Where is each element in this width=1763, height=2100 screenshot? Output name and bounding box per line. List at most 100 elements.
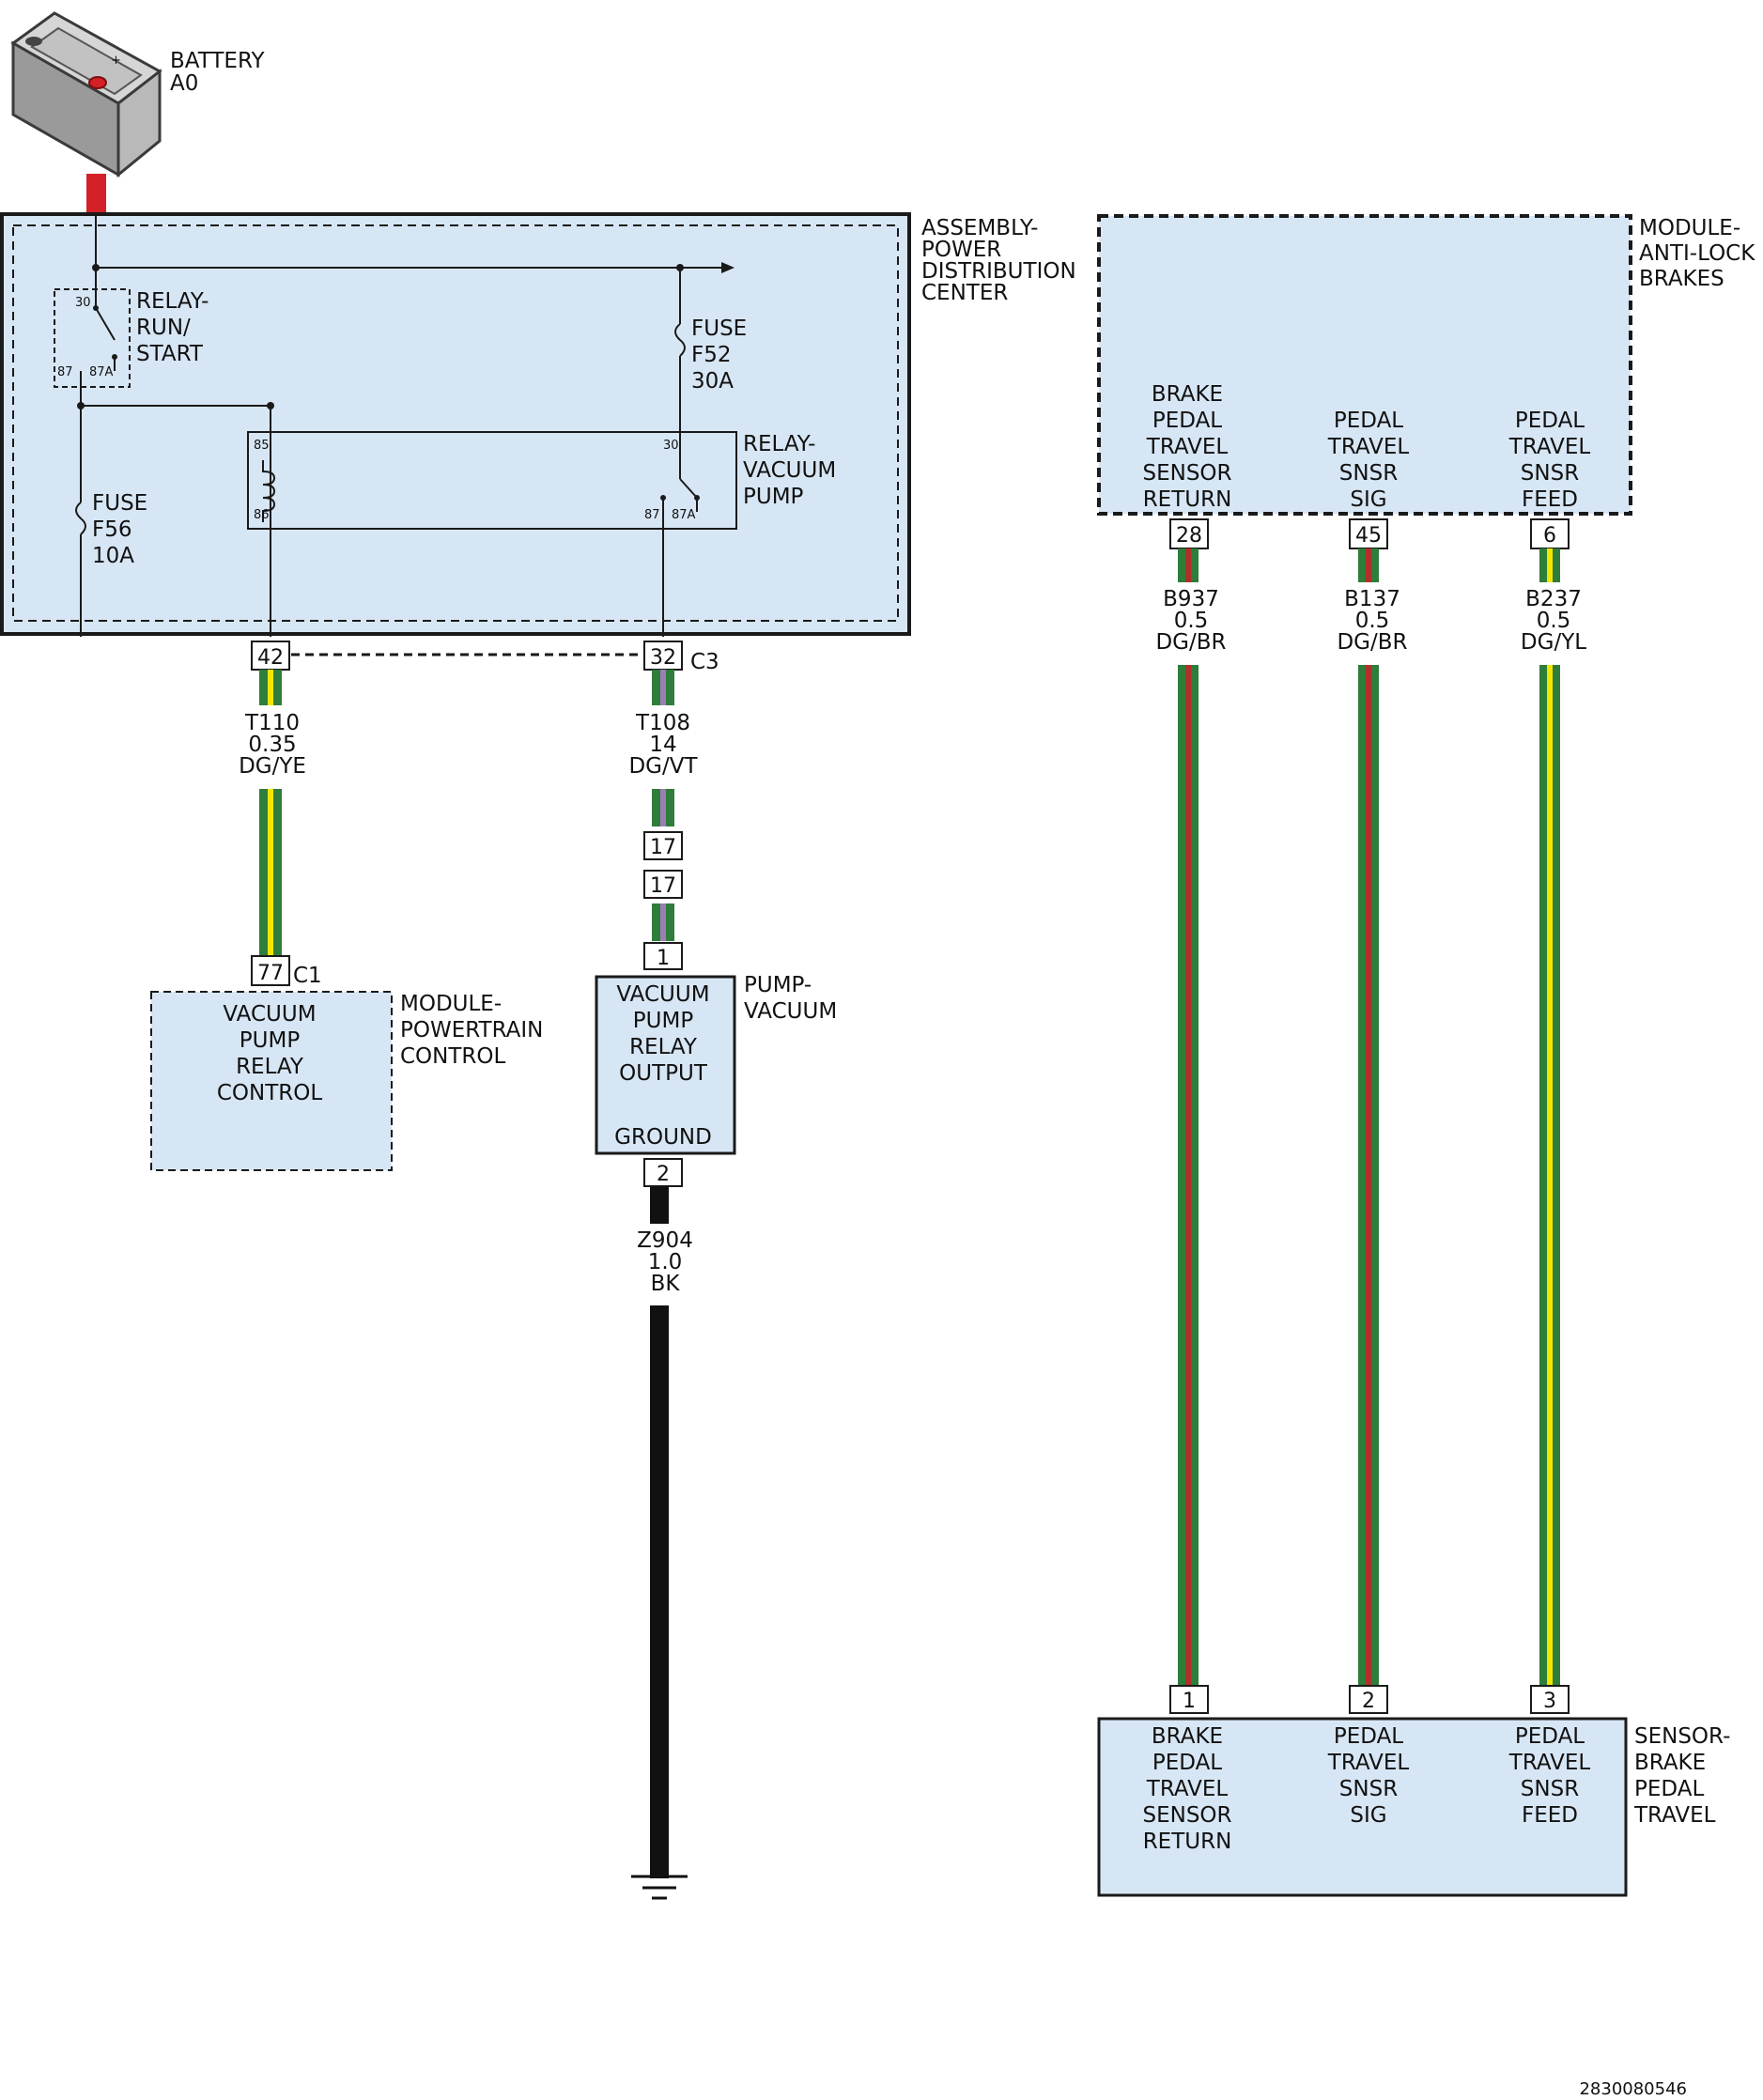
abs-col3-line2: TRAVEL xyxy=(1508,435,1591,459)
relay-run-label-3: START xyxy=(136,342,204,366)
sensor-col3-line1: PEDAL xyxy=(1515,1724,1585,1749)
wire-t108 xyxy=(652,670,674,941)
sensor-pin-box-2 xyxy=(1349,1685,1388,1714)
pdc-internal-wiring xyxy=(75,216,728,637)
wire-b237-circuit: B237 xyxy=(1525,587,1582,611)
relay-vac-label-1: RELAY- xyxy=(743,432,815,456)
wire-b137-gauge: 0.5 xyxy=(1355,609,1390,633)
fuse-f56-label: FUSE xyxy=(92,491,147,516)
abs-col1-line4: SENSOR xyxy=(1142,461,1231,486)
abs-col3-line3: SNSR xyxy=(1521,461,1579,486)
pump-inside-3: RELAY xyxy=(629,1035,698,1059)
sensor-col2-line4: SIG xyxy=(1350,1803,1386,1828)
sensor-col2-line2: TRAVEL xyxy=(1327,1751,1410,1775)
fuse-f52-rating: 30A xyxy=(691,369,734,394)
pdc-pin-42: 42 xyxy=(257,646,284,670)
sensor-box xyxy=(1097,1717,1628,1897)
pcm-module-box xyxy=(150,991,393,1171)
relay-vac-terminal-87: 87 xyxy=(644,508,660,522)
abs-pin-45: 45 xyxy=(1355,524,1382,548)
relay-vac-terminal-85: 85 xyxy=(254,439,270,453)
fuse-f56-rating: 10A xyxy=(92,544,134,568)
pdc-box xyxy=(0,212,911,636)
sensor-pin-box-3 xyxy=(1530,1685,1570,1714)
pump-inside-2: PUMP xyxy=(633,1009,694,1033)
relay-vacuum-pump-box xyxy=(247,431,737,530)
relay-vac-label-3: PUMP xyxy=(743,485,804,509)
wire-t108-color: DG/VT xyxy=(628,754,698,779)
sensor-col3-line4: FEED xyxy=(1522,1803,1578,1828)
relay-run-terminal-87a: 87A xyxy=(89,365,114,379)
inline-pin-17-female: 17 xyxy=(650,874,676,898)
relay-vac-terminal-30: 30 xyxy=(663,439,679,453)
abs-col3-line1: PEDAL xyxy=(1515,409,1585,433)
pcm-title-1: MODULE- xyxy=(400,992,502,1016)
wire-b137-circuit: B137 xyxy=(1344,587,1400,611)
pump-vacuum-box xyxy=(595,975,736,1155)
fuse-f52-id: F52 xyxy=(691,343,732,367)
wire-t110 xyxy=(259,670,282,956)
sensor-pin-3: 3 xyxy=(1543,1690,1556,1713)
relay-vac-label-2: VACUUM xyxy=(743,458,836,483)
document-id: 2830080546 xyxy=(1579,2079,1687,2099)
pump-pin-box-1 xyxy=(643,942,683,970)
ground-symbol-icon xyxy=(631,1875,688,1900)
inline-pin-17-male: 17 xyxy=(650,836,676,859)
pcm-inside-4: CONTROL xyxy=(217,1081,323,1105)
pdc-inner-boundary xyxy=(12,224,899,622)
sensor-col2-line3: SNSR xyxy=(1339,1777,1398,1801)
relay-run-terminal-87: 87 xyxy=(57,365,73,379)
sensor-col1-line3: TRAVEL xyxy=(1146,1777,1229,1801)
pdc-connector-c3: C3 xyxy=(690,650,719,674)
battery-icon: + xyxy=(10,11,162,178)
sensor-pin-box-1 xyxy=(1169,1685,1209,1714)
sensor-title-4: TRAVEL xyxy=(1633,1803,1716,1828)
pcm-inside-3: RELAY xyxy=(236,1055,304,1079)
wire-t108-circuit: T108 xyxy=(635,711,690,735)
sensor-col1-line5: RETURN xyxy=(1143,1830,1232,1854)
wire-b937-gauge: 0.5 xyxy=(1174,609,1209,633)
wire-b937-circuit: B937 xyxy=(1163,587,1219,611)
abs-pin-28: 28 xyxy=(1176,524,1202,548)
wire-b237-color: DG/YL xyxy=(1521,630,1586,655)
pump-title-1: PUMP- xyxy=(744,973,812,997)
sensor-title-3: PEDAL xyxy=(1634,1777,1704,1801)
relay-run-terminal-30: 30 xyxy=(75,296,91,310)
pdc-title-2: POWER xyxy=(921,238,1001,262)
pdc-title-4: CENTER xyxy=(921,281,1008,305)
abs-col2-line2: TRAVEL xyxy=(1327,435,1410,459)
abs-module-box xyxy=(1097,214,1632,516)
relay-run-start-boundary xyxy=(54,288,131,388)
wire-t110-gauge: 0.35 xyxy=(248,733,296,757)
abs-title-2: ANTI-LOCK xyxy=(1639,241,1755,266)
relay-run-label-2: RUN/ xyxy=(136,316,191,340)
sensor-col1-line2: PEDAL xyxy=(1152,1751,1222,1775)
wire-b237 xyxy=(1539,548,1560,1687)
wire-z904-gauge: 1.0 xyxy=(648,1250,683,1274)
pcm-pin-box xyxy=(251,955,290,986)
svg-text:+: + xyxy=(111,54,121,68)
battery-id: A0 xyxy=(170,71,198,96)
sensor-col3-line3: SNSR xyxy=(1521,1777,1579,1801)
abs-col3-line4: FEED xyxy=(1522,487,1578,512)
pump-ground-label: GROUND xyxy=(614,1125,712,1150)
fuse-f56-id: F56 xyxy=(92,517,132,542)
abs-col2-line4: SIG xyxy=(1350,487,1386,512)
fuse-f52-label: FUSE xyxy=(691,317,747,341)
abs-col1-line2: PEDAL xyxy=(1152,409,1222,433)
pcm-connector-c1: C1 xyxy=(293,964,322,988)
wire-t108-gauge: 14 xyxy=(649,733,676,757)
abs-col2-line1: PEDAL xyxy=(1334,409,1403,433)
sensor-pin-2: 2 xyxy=(1362,1690,1375,1713)
inline-pin-box-1 xyxy=(643,831,683,860)
wire-b137 xyxy=(1358,548,1379,1687)
pcm-inside-2: PUMP xyxy=(240,1028,301,1053)
wire-b937 xyxy=(1178,548,1199,1687)
relay-coil-icon xyxy=(262,460,276,522)
sensor-col2-line1: PEDAL xyxy=(1334,1724,1403,1749)
inline-pin-box-2 xyxy=(643,870,683,899)
abs-pin-box-45 xyxy=(1349,518,1388,549)
wire-z904-color: BK xyxy=(651,1272,681,1296)
wire-t110-circuit: T110 xyxy=(244,711,300,735)
